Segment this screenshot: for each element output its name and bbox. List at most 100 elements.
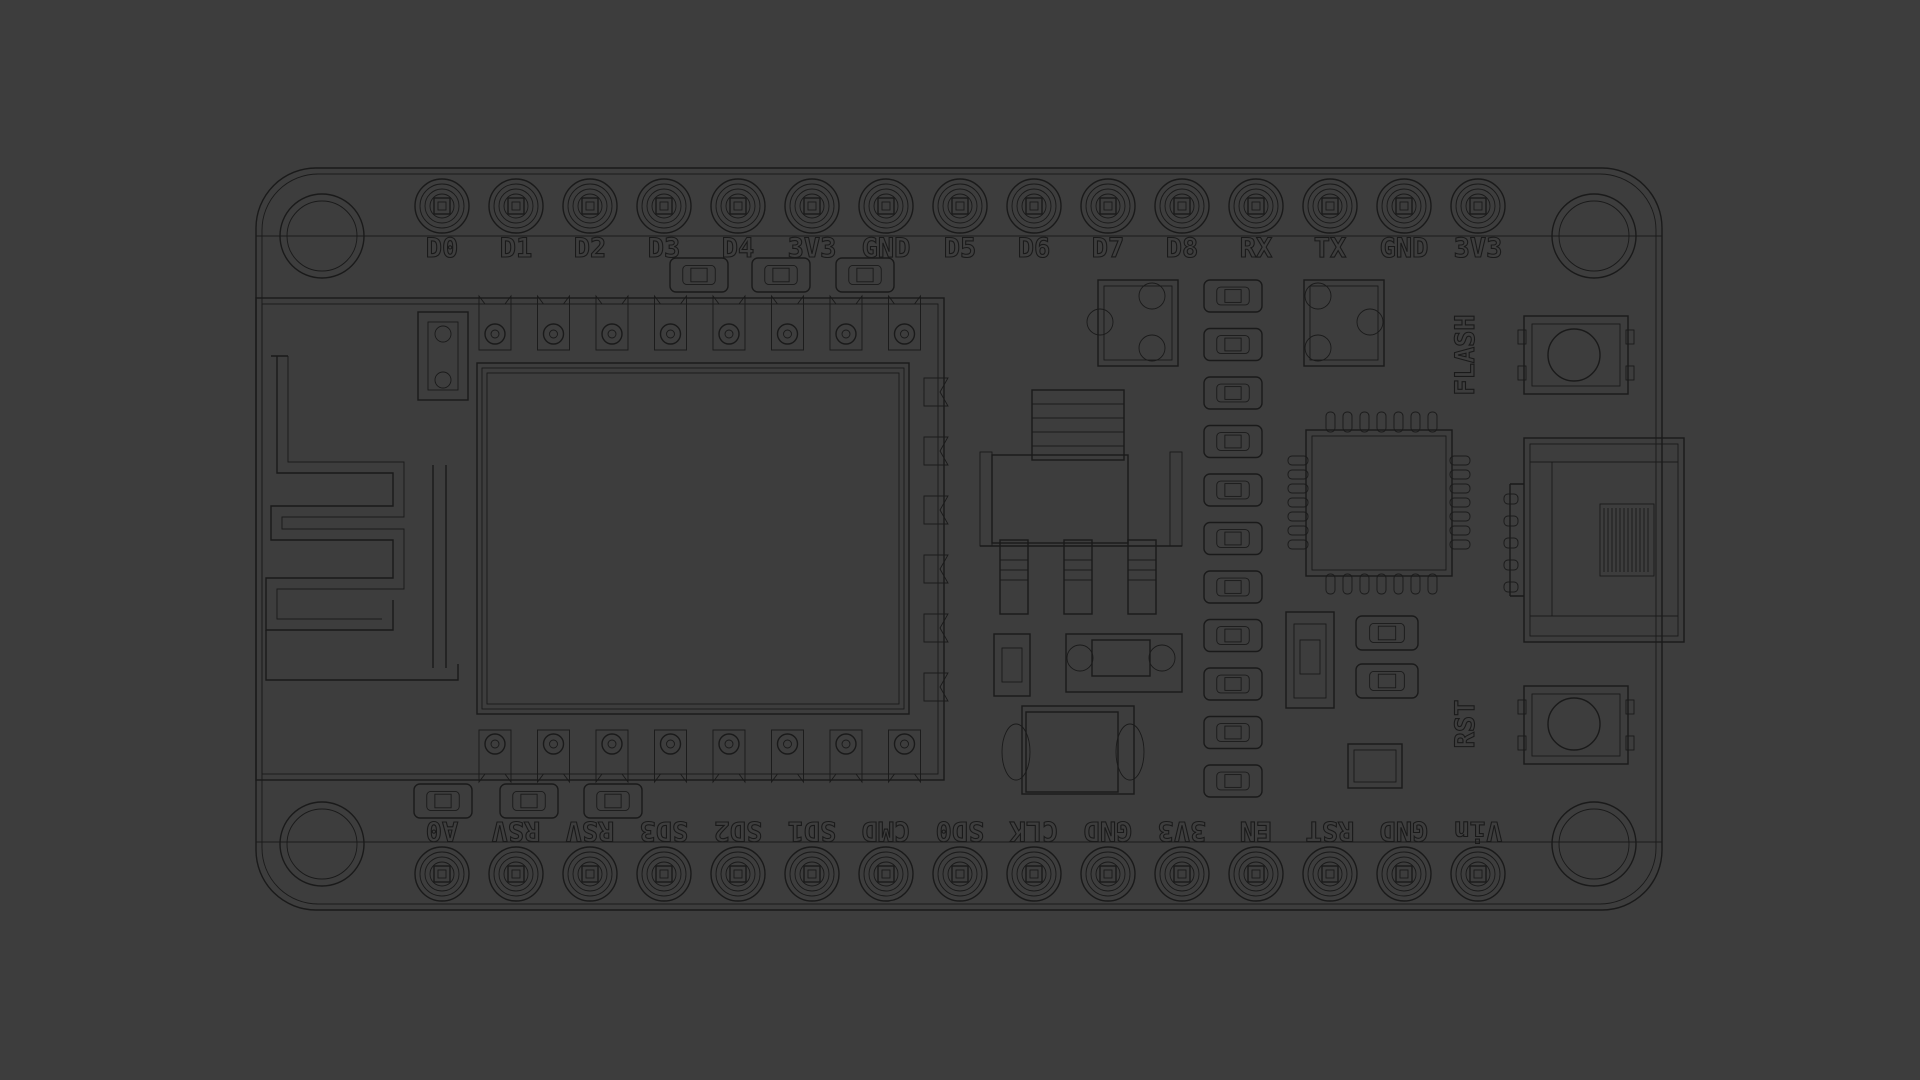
smd-resistor — [1203, 376, 1263, 410]
usb-contact — [1503, 537, 1519, 549]
chip-pin — [1449, 525, 1471, 536]
module-pad — [537, 294, 570, 351]
smd-capacitor — [1355, 663, 1419, 699]
mounting-hole-top-right — [1551, 193, 1637, 279]
smd-capacitor — [751, 257, 811, 293]
chip-pin — [1325, 573, 1336, 595]
chip-pin — [1359, 573, 1370, 595]
pin-label-3v3-top-b: 3V3 — [1454, 233, 1503, 264]
module-side-pad — [923, 495, 949, 525]
smd-resistor — [499, 783, 559, 819]
module-castellated-pads — [478, 294, 949, 784]
smd-resistor — [1203, 521, 1263, 556]
pin-label-gnd-bottom-b: GND — [1380, 815, 1429, 846]
bottom-header-pin — [710, 846, 766, 902]
smd-resistor — [413, 783, 473, 819]
pin-label-sd1: SD1 — [788, 815, 837, 846]
bottom-pin-labels: A0 RSV RSV SD3 SD2 SD1 CMD SD0 CLK GND 3… — [425, 814, 1503, 846]
bottom-header-pin — [932, 846, 988, 902]
smd-capacitor — [1355, 615, 1419, 651]
module-pad — [478, 294, 512, 351]
usb-contact — [1503, 581, 1519, 593]
pin-label-d8: D8 — [1166, 233, 1199, 264]
smd-resistor — [583, 783, 643, 819]
mounting-hole-bottom-left — [279, 801, 365, 887]
module-pad — [654, 294, 687, 351]
module-side-pad — [923, 672, 949, 702]
pin-label-en: EN — [1240, 815, 1273, 846]
module-pad — [712, 729, 746, 784]
module-pad — [595, 729, 629, 784]
pin-label-tx: TX — [1314, 233, 1347, 264]
pin-label-d4: D4 — [722, 233, 755, 264]
top-header-pin — [1376, 178, 1432, 234]
chip-pin — [1287, 511, 1309, 522]
top-header-pin — [710, 178, 766, 234]
bottom-header-pin — [1302, 846, 1358, 902]
smd-resistor — [1203, 618, 1263, 653]
chip-pin — [1376, 573, 1387, 595]
top-header-pin — [932, 178, 988, 234]
micro-usb-connector — [1503, 437, 1685, 643]
usb-serial-chip — [1287, 411, 1471, 595]
pin-label-d6: D6 — [1018, 233, 1051, 264]
chip-pin — [1287, 483, 1309, 494]
chip-pin — [1287, 539, 1309, 550]
pin-label-vin: Vin — [1454, 815, 1503, 846]
module-side-pad — [923, 554, 949, 584]
smd-resistor — [1203, 279, 1263, 313]
pcb-antenna — [265, 355, 459, 681]
chip-pin — [1449, 455, 1471, 466]
pin-label-a0: A0 — [426, 815, 459, 846]
usb-contact — [1503, 515, 1519, 527]
pin-label-gnd-top-a: GND — [862, 233, 911, 264]
pin-label-d1: D1 — [500, 233, 533, 264]
module-side-pad — [923, 436, 949, 466]
pin-label-d2: D2 — [574, 233, 607, 264]
pin-label-rst: RST — [1306, 815, 1355, 846]
smd-resistor — [1203, 424, 1263, 459]
bottom-header-pin — [636, 846, 692, 902]
module-pad — [829, 729, 863, 784]
diode — [1065, 633, 1183, 693]
chip-pin — [1449, 469, 1471, 480]
top-header-pin — [636, 178, 692, 234]
crystal — [1285, 611, 1335, 709]
pin-label-rx: RX — [1240, 233, 1273, 264]
module-pad — [771, 294, 804, 351]
reset-button-label: RST — [1450, 700, 1481, 749]
pin-label-d5: D5 — [944, 233, 977, 264]
chip-pin — [1427, 411, 1438, 433]
smd-capacitor-vertical — [993, 633, 1031, 697]
flash-button[interactable] — [1517, 315, 1635, 395]
top-header-pin — [1006, 178, 1062, 234]
chip-pin — [1449, 511, 1471, 522]
module-pad — [595, 294, 629, 351]
module-pad — [829, 294, 863, 351]
pin-label-gnd-bottom-a: GND — [1084, 815, 1133, 846]
chip-pin — [1325, 411, 1336, 433]
module-pad — [712, 294, 746, 351]
wifi-module — [255, 297, 945, 781]
pin-label-d7: D7 — [1092, 233, 1125, 264]
smd-resistor — [1203, 570, 1263, 604]
top-header-pin — [858, 178, 914, 234]
pin-label-d3: D3 — [648, 233, 681, 264]
smd-capacitor — [669, 257, 729, 293]
usb-contact — [1503, 559, 1519, 571]
bottom-header-pin — [1080, 846, 1136, 902]
chip-pin — [1359, 411, 1370, 433]
chip-pin — [1393, 411, 1404, 433]
smd-resistor — [1203, 715, 1263, 750]
module-pad — [888, 294, 921, 351]
reset-button[interactable] — [1517, 685, 1635, 765]
usb-contact — [1503, 493, 1519, 505]
top-pin-labels: D0 D1 D2 D3 D4 3V3 GND D5 D6 D7 D8 RX TX… — [425, 232, 1503, 264]
bottom-header-pin — [1450, 846, 1506, 902]
top-header-pin — [1302, 178, 1358, 234]
bottom-header-pin — [858, 846, 914, 902]
top-header-pin — [488, 178, 544, 234]
module-pad — [888, 729, 921, 784]
